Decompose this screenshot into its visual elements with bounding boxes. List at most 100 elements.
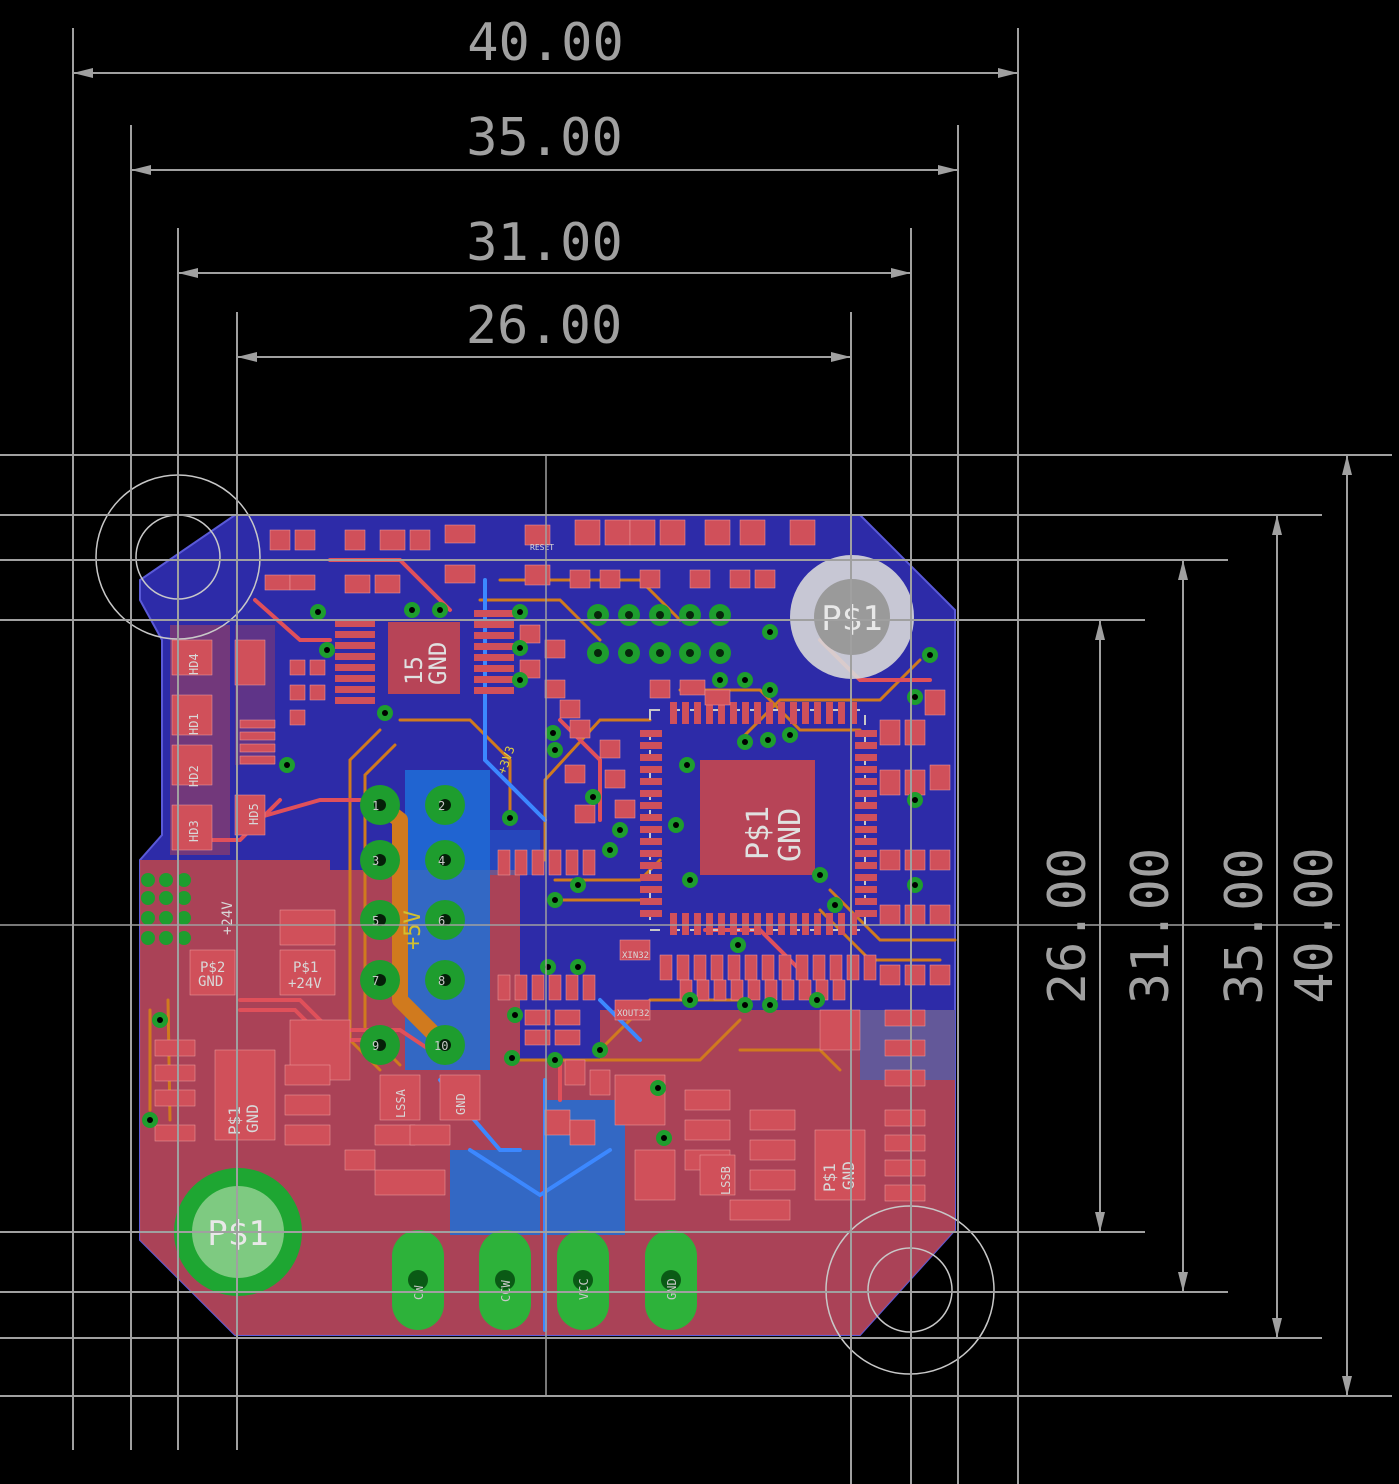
smd-pad: [696, 979, 710, 1001]
smd-pad: [524, 1009, 551, 1026]
via-hole: [517, 645, 523, 651]
smd-pad: [739, 519, 766, 546]
mcu-pin: [640, 754, 662, 761]
mcu-pin: [706, 913, 713, 935]
via-hole: [684, 762, 690, 768]
via-hole: [765, 737, 771, 743]
smd-pad: [214, 1049, 276, 1141]
smd-pad: [519, 659, 541, 679]
mcu-pin: [640, 898, 662, 905]
hd1-label: HD1: [187, 713, 201, 735]
via-hole: [284, 762, 290, 768]
mcu-pin: [670, 702, 677, 724]
xin32-label: XIN32: [622, 951, 649, 961]
smd-pad: [344, 574, 371, 594]
smd-pad: [309, 659, 326, 676]
smd-pad: [374, 574, 401, 594]
smd-pad: [749, 1139, 796, 1161]
smd-pad: [239, 743, 276, 753]
smd-pad: [884, 1134, 926, 1152]
via-hole: [817, 872, 823, 878]
smd-pad: [409, 1124, 451, 1146]
mcu-pin: [850, 913, 857, 935]
via-hole: [717, 677, 723, 683]
smd-pad: [531, 974, 545, 1001]
smd-pad: [846, 954, 860, 981]
gnd-small-label: GND: [454, 1093, 468, 1115]
regulator-pin: [474, 632, 514, 639]
mcu-pin: [855, 814, 877, 821]
smd-pad: [639, 569, 661, 589]
smd-pad: [929, 764, 951, 791]
smd-pad: [599, 739, 621, 759]
smd-pad: [604, 519, 631, 546]
smd-pad: [819, 1009, 861, 1051]
mcu-pin: [706, 702, 713, 724]
smd-pad: [929, 964, 951, 986]
mcu-pin: [855, 838, 877, 845]
smd-pad: [649, 679, 671, 699]
mcu-pin: [838, 913, 845, 935]
smd-pad: [764, 979, 778, 1001]
mcu-pin: [802, 913, 809, 935]
via-hole: [575, 882, 581, 888]
mcu-pin: [778, 702, 785, 724]
mcu-pin: [742, 702, 749, 724]
mcu-pin: [855, 862, 877, 869]
via-hole: [814, 997, 820, 1003]
smd-pad: [904, 849, 926, 871]
mcu-pin: [640, 862, 662, 869]
smd-pad: [778, 954, 792, 981]
smd-pad: [781, 979, 795, 1001]
smd-pad: [684, 1089, 731, 1111]
via-hole: [607, 847, 613, 853]
dimension-value-vertical: 26.00: [1038, 848, 1098, 1005]
mcu-pin: [855, 790, 877, 797]
mcu-pin: [826, 702, 833, 724]
mcu-pin: [718, 702, 725, 724]
smd-pad: [565, 849, 579, 876]
via-hole: [507, 815, 513, 821]
hd5-label: HD5: [247, 803, 261, 825]
smd-pad: [344, 1149, 376, 1171]
smd-pad: [289, 684, 306, 701]
mcu-pin: [850, 702, 857, 724]
smd-pad: [863, 954, 877, 981]
mcu-pin: [814, 702, 821, 724]
regulator-pin: [474, 643, 514, 650]
smd-pad: [569, 719, 591, 739]
mcu-pin: [838, 702, 845, 724]
dimension-layer: [0, 28, 1392, 1484]
mcu-pin: [640, 730, 662, 737]
via-hole: [742, 739, 748, 745]
smd-pad: [589, 1069, 611, 1096]
smd-pad: [832, 979, 846, 1001]
smd-pad: [879, 719, 901, 746]
via-hole: [517, 609, 523, 615]
smd-pad: [514, 849, 528, 876]
via-hole: [552, 1057, 558, 1063]
smd-pad: [544, 679, 566, 699]
smd-pad: [798, 979, 812, 1001]
regulator-pin: [335, 697, 375, 704]
regulator-ic: 15 GND: [335, 610, 514, 704]
smd-pad: [234, 639, 266, 686]
output-pad-label: CCW: [499, 1280, 513, 1302]
smd-pad: [444, 524, 476, 544]
smd-pad: [929, 849, 951, 871]
smd-pad: [884, 1109, 926, 1127]
smd-pad: [269, 529, 291, 551]
mcu-pin: [640, 778, 662, 785]
smd-pad: [879, 769, 901, 796]
via-hole: [767, 1002, 773, 1008]
mcu-pin: [855, 754, 877, 761]
via-hole: [590, 794, 596, 800]
smd-pad: [239, 731, 276, 741]
via-hole: [550, 730, 556, 736]
mcu-pin: [855, 910, 877, 917]
dimension-value-vertical: 40.00: [1285, 847, 1345, 1004]
smd-pad: [812, 954, 826, 981]
smd-pad: [684, 1119, 731, 1141]
smd-component-pads: [154, 519, 951, 1221]
via-hole: [409, 607, 415, 613]
